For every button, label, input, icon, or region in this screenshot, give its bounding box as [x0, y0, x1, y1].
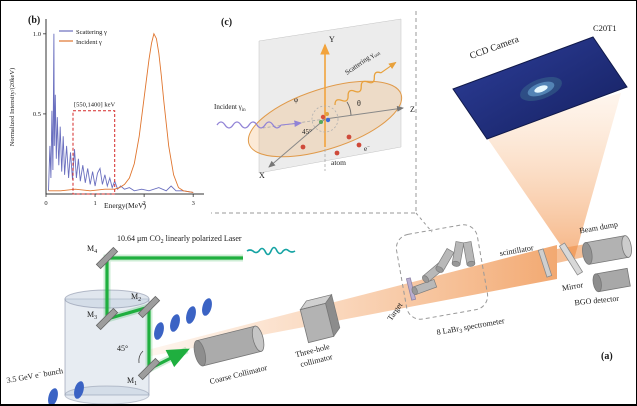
plot-series — [48, 32, 194, 193]
mirror-m1-label: M1 — [127, 376, 137, 387]
labr3-detector — [411, 279, 438, 295]
spectrum-series-0 — [48, 33, 194, 193]
inset-connector-line — [415, 212, 433, 233]
mirror-m1 — [137, 357, 161, 381]
labr3-detector — [435, 247, 455, 273]
panel-c-label: (c) — [221, 17, 232, 28]
x-tick-label: 1 — [93, 200, 96, 207]
electron-bunch — [74, 381, 84, 399]
mirror-m2-label: M2 — [131, 292, 141, 303]
y-tick-label: 0.5 — [33, 111, 41, 118]
mirror-m3-label: M3 — [87, 310, 97, 321]
electron-dot — [334, 150, 340, 156]
atom-cluster — [300, 105, 362, 156]
three-hole-collimator — [299, 293, 341, 344]
theta-angle-arc — [346, 101, 352, 116]
spectrum-series-1 — [48, 32, 194, 193]
sensor-spot — [534, 85, 548, 93]
atom-label: atom — [331, 158, 346, 167]
energy-window-box — [72, 110, 116, 195]
spectrometer-label: 8 LaBr3 spectrometer — [436, 316, 506, 339]
legend-label-scattering: Scattering γ — [76, 29, 107, 36]
electron-orbit-circle — [311, 105, 339, 133]
chamber-bottom — [64, 385, 150, 404]
electron-bunches — [48, 298, 212, 404]
beam-dump-label: Beam dump — [579, 220, 619, 236]
incident-gamma-label: Incident γin — [214, 103, 246, 113]
panel-b-label: (b) — [28, 15, 40, 26]
x-axis — [268, 118, 326, 168]
camera-model-label: C20T1 — [593, 23, 617, 33]
y-axis-label: Normalized Intensity/(20keV) — [9, 68, 16, 147]
scintillator — [537, 248, 553, 278]
laser-pulse-icon — [246, 246, 296, 256]
laser-label: 10.64 μm CO2 linearly polarized Laser — [117, 234, 242, 245]
panel-a-label: (a) — [601, 351, 613, 362]
angle-45-label-c: 45° — [302, 128, 312, 136]
phi-label: φ — [294, 96, 298, 104]
nucleon-dot — [325, 112, 329, 116]
x-tick-label: 2 — [143, 200, 146, 207]
nucleon-dot — [319, 120, 323, 124]
x-tick-label: 0 — [44, 200, 47, 207]
ebunch-label: 3.5 GeV e− bunch — [6, 366, 64, 385]
electron-dot — [356, 142, 362, 148]
electron-bunch — [48, 388, 58, 404]
nucleon-dot — [320, 114, 326, 120]
theta-label: θ — [357, 99, 361, 108]
plot-ticks: 0 1 2 3 0.5 1.0 — [33, 31, 195, 207]
y-tick-label: 1.0 — [33, 31, 41, 38]
mirror-m3 — [95, 307, 119, 331]
plot-annotation-box — [72, 110, 116, 195]
labr3-detector — [451, 241, 465, 267]
mirror-angle-arc — [138, 350, 144, 364]
y-axis-label-c: Y — [329, 35, 335, 44]
x-axis-label-c: X — [259, 171, 265, 180]
incident-gamma-wave — [216, 120, 303, 129]
electron-bunch — [202, 298, 212, 316]
main-beamline: CCD Camera C20T1 M4 M2 M3 M1 45° — [6, 23, 632, 404]
scattered-gamma-wave — [334, 61, 397, 106]
beam-dump — [582, 235, 632, 265]
x-axis-label: Energy(MeV) — [104, 201, 146, 210]
electron-bunch — [170, 314, 180, 332]
mirror-angle-label: 45° — [117, 344, 128, 353]
inset-c-dashed-border — [211, 11, 417, 214]
z-axis — [324, 105, 404, 120]
ccd-camera-label: CCD Camera — [469, 35, 522, 62]
legend-label-incident: Incident γ — [76, 39, 102, 46]
mirror-m2 — [137, 295, 161, 319]
ccd-camera — [452, 36, 628, 140]
z-axis-label: Z — [410, 105, 415, 114]
pickoff-mirror-label: Mirror — [561, 280, 584, 293]
nucleon-dot — [325, 117, 331, 123]
plot-legend: Scattering γ Incident γ — [59, 29, 107, 46]
bgo-detector — [592, 267, 631, 293]
mirror-m4-label: M4 — [87, 244, 97, 255]
coarse-collimator — [193, 325, 265, 367]
electron-label: e− — [364, 145, 370, 153]
electron-dot — [346, 134, 352, 140]
x-tick-label: 3 — [192, 200, 195, 207]
bgo-detector-label: BGO detector — [574, 294, 620, 308]
camera-light-cone — [481, 93, 621, 263]
electron-bunch — [154, 322, 164, 340]
coarse-collimator-label: Coarse Collimator — [209, 363, 269, 386]
electron-dot — [300, 144, 306, 150]
mirror-m4 — [95, 246, 119, 270]
inset-b-spectrum-plot: (b) 0 1 2 3 0.5 1.0 [550,1400] keV Normalized… — [9, 15, 204, 210]
annotation-label: [550,1400] keV — [74, 102, 115, 109]
pickoff-mirror — [558, 242, 584, 276]
electron-bunch — [186, 306, 196, 324]
inset-c-geometry: (c) Z Y X Incident γin Scattering γout θ… — [211, 11, 433, 233]
spectrometer-dashed-box — [395, 224, 489, 320]
labr3-spectrometer — [395, 224, 489, 320]
labr3-detector — [462, 241, 476, 267]
